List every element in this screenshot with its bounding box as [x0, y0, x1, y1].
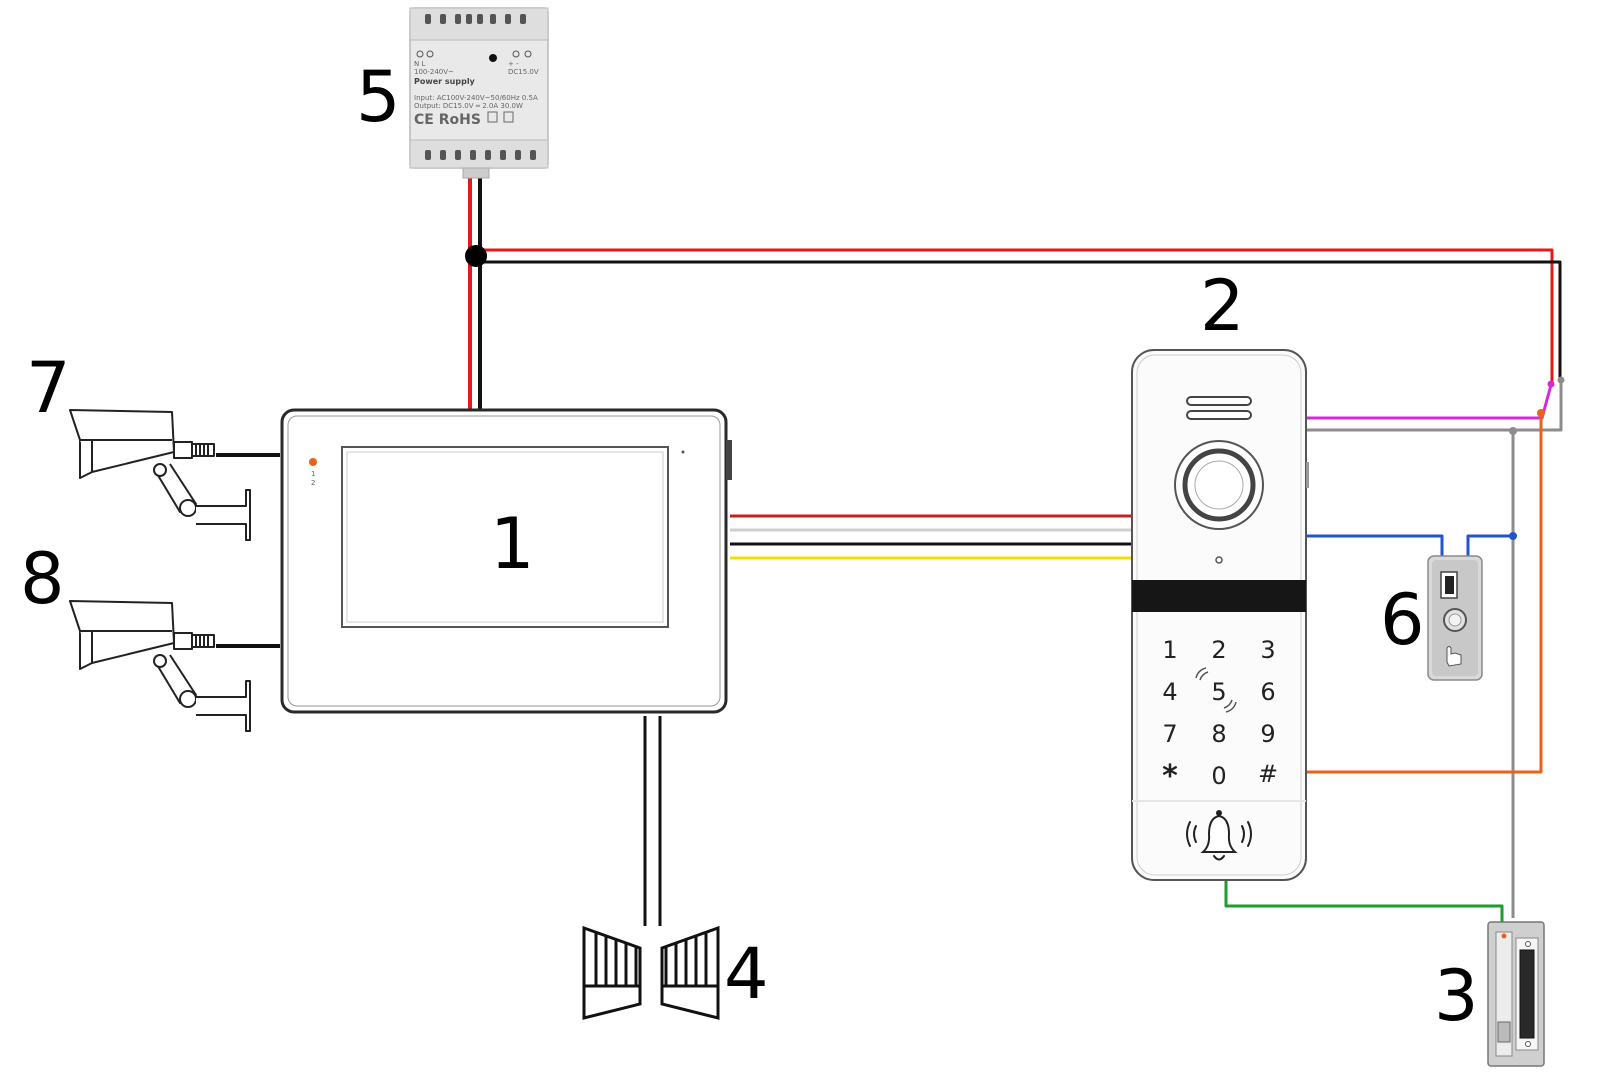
key-9[interactable]: 9 [1260, 720, 1275, 748]
key-5[interactable]: 5 [1211, 678, 1226, 706]
camera-icon [69, 600, 251, 732]
camera-icon [69, 409, 251, 541]
psu-term-left-sub: 100-240V~ [414, 68, 454, 76]
label-camera-1: 7 [26, 347, 71, 429]
label-power-supply: 5 [356, 56, 401, 138]
indoor-monitor: 1 2 [280, 408, 732, 714]
hand-icon [1446, 646, 1462, 667]
junction-dot-main [465, 245, 487, 267]
svg-text:2: 2 [311, 479, 315, 487]
monitor-screen [341, 446, 669, 628]
exit-button [1427, 555, 1483, 681]
wire-green [1224, 880, 1504, 928]
psu-term-right-sub: DC15.0V [508, 68, 539, 76]
wires [216, 172, 1563, 928]
psu-input: Input: AC100V-240V~50/60Hz 0.5A [414, 94, 538, 102]
key-3[interactable]: 3 [1260, 636, 1275, 664]
label-electric-strike: 3 [1434, 955, 1479, 1037]
label-outdoor-station: 2 [1200, 265, 1245, 347]
key-6[interactable]: 6 [1260, 678, 1275, 706]
outdoor-station: 1 2 3 4 5 6 7 8 9 * 0 # [1131, 349, 1309, 881]
psu-led [489, 54, 497, 62]
label-monitor: 1 [490, 503, 535, 585]
station-display-band [1132, 580, 1306, 612]
wire-blue-right [1466, 534, 1513, 558]
psu-marks: CE RoHS [414, 112, 481, 128]
junction-dot-gray [1557, 376, 1565, 384]
junction-dot-orange [1537, 409, 1545, 417]
svg-text:1: 1 [311, 470, 315, 478]
key-0[interactable]: 0 [1211, 762, 1226, 790]
power-supply: N L 100-240V~ + - DC15.0V Power supply I… [409, 7, 549, 179]
key-1[interactable]: 1 [1162, 636, 1177, 664]
speaker-grille [1186, 396, 1252, 406]
label-exit-button: 6 [1380, 579, 1425, 661]
key-4[interactable]: 4 [1162, 678, 1177, 706]
wire-bus-red [476, 248, 1554, 384]
monitor-power-led [309, 458, 317, 466]
bell-icon[interactable] [1186, 810, 1252, 861]
key-7[interactable]: 7 [1162, 720, 1177, 748]
psu-title: Power supply [414, 77, 476, 86]
wire-bus-black [476, 260, 1562, 378]
junction-dot-blue [1509, 532, 1517, 540]
junction-dot-gray-lock [1509, 427, 1517, 435]
keypad: 1 2 3 4 5 6 7 8 9 * 0 # [1162, 636, 1278, 794]
junction-dot-magenta [1547, 380, 1555, 388]
wire-orange [1307, 413, 1543, 774]
key-8[interactable]: 8 [1211, 720, 1226, 748]
key-2[interactable]: 2 [1211, 636, 1226, 664]
psu-term-right: + - [508, 60, 519, 68]
wire-blue-left [1307, 534, 1444, 558]
key-hash[interactable]: # [1258, 760, 1278, 788]
gate-icon [582, 925, 720, 1020]
wire-gray-top [1307, 380, 1563, 432]
label-gate: 4 [724, 933, 769, 1015]
psu-output: Output: DC15.0V ═ 2.0A 30.0W [414, 102, 523, 110]
psu-term-left: N L [414, 60, 425, 68]
nfc-icon [1195, 667, 1237, 713]
electric-strike [1487, 921, 1545, 1067]
wire-magenta [1307, 384, 1553, 420]
label-camera-2: 8 [20, 538, 65, 620]
psu-top-terminals [425, 14, 536, 160]
key-star[interactable]: * [1162, 759, 1178, 794]
